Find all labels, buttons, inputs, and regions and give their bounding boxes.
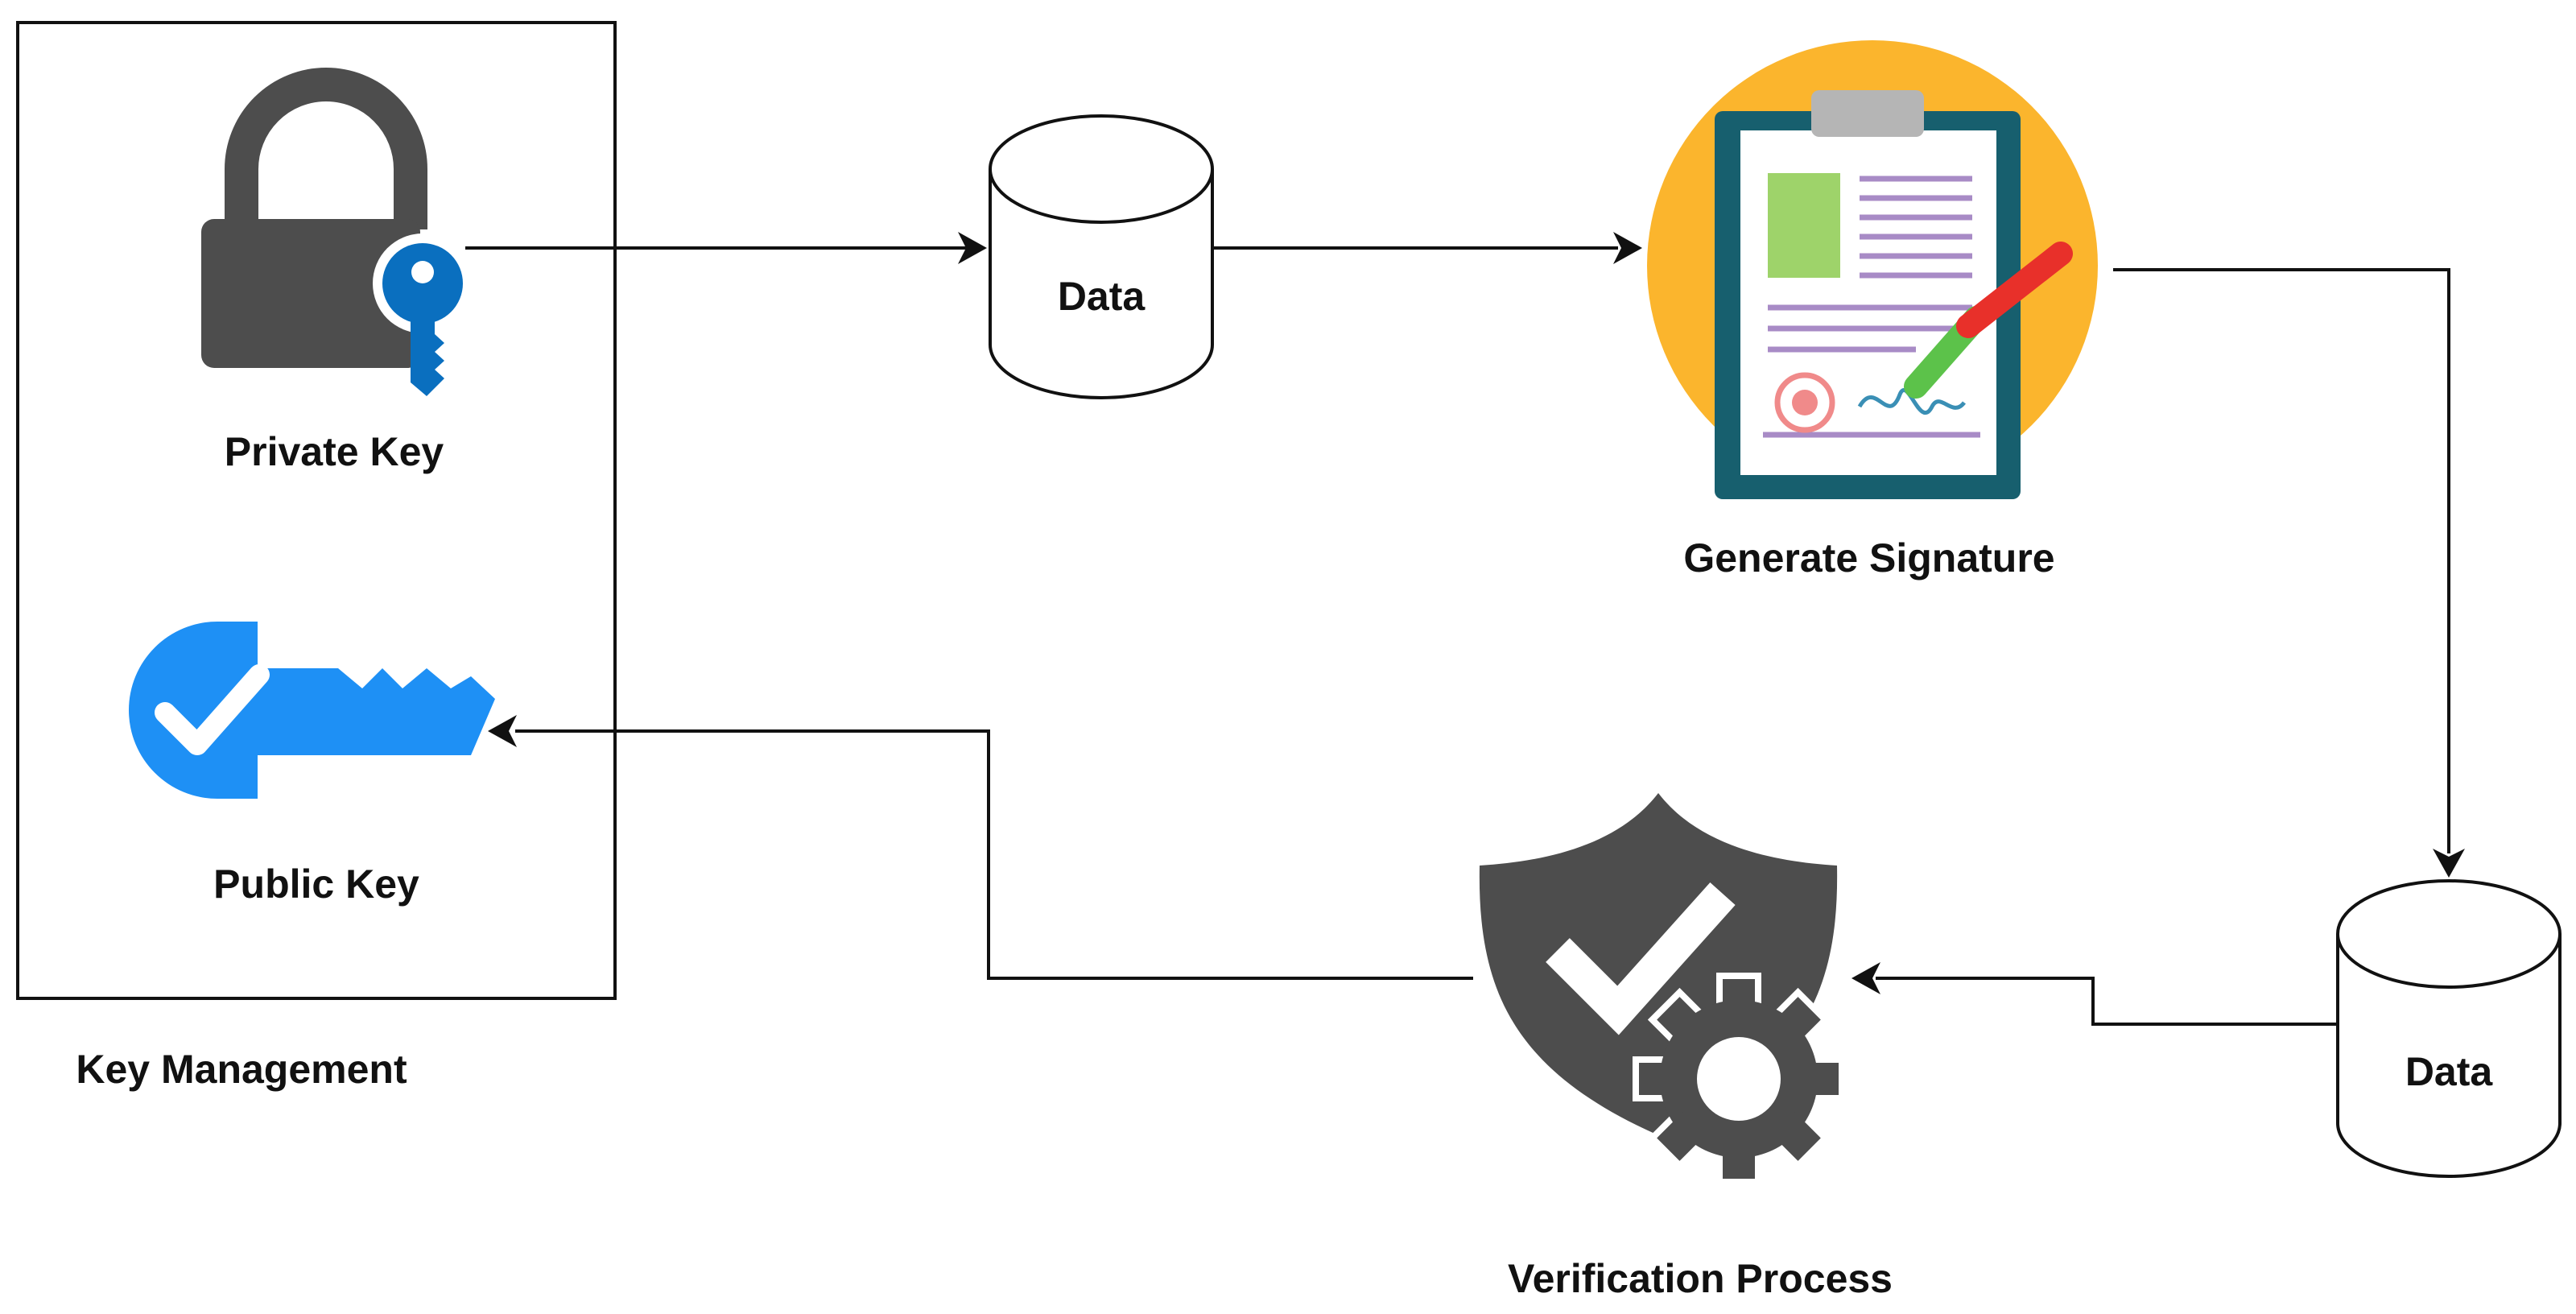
key-management-box: [16, 21, 617, 1000]
verification-process-icon: [1479, 793, 1845, 1185]
connectors: [465, 246, 2450, 1026]
arrowhead-public-key: [488, 715, 517, 747]
arrow-signature-to-data: [2113, 268, 2450, 853]
private-key-icon: [201, 68, 473, 396]
arrowhead-data-top: [958, 232, 987, 264]
private-key-label: Private Key: [225, 429, 444, 474]
generate-signature-icon: [1647, 40, 2098, 499]
arrowhead-verification: [1852, 962, 1880, 994]
public-key-icon: [129, 622, 495, 799]
data-top-label: Data: [1058, 274, 1146, 319]
data-bottom-label: Data: [2405, 1049, 2494, 1094]
arrowheads: [488, 232, 2465, 994]
data-cylinder-top: [989, 114, 1214, 399]
generate-signature-label: Generate Signature: [1683, 535, 2054, 581]
arrowhead-generate-signature: [1613, 232, 1642, 264]
public-key-label: Public Key: [213, 862, 419, 907]
arrow-verification-to-public-key: [515, 729, 1473, 980]
data-cylinder-bottom: [2336, 879, 2562, 1178]
verification-process-label: Verification Process: [1508, 1256, 1893, 1301]
key-management-label: Key Management: [76, 1047, 407, 1092]
arrow-data-to-verification: [1876, 977, 2338, 1026]
arrowhead-data-bottom: [2433, 849, 2465, 878]
